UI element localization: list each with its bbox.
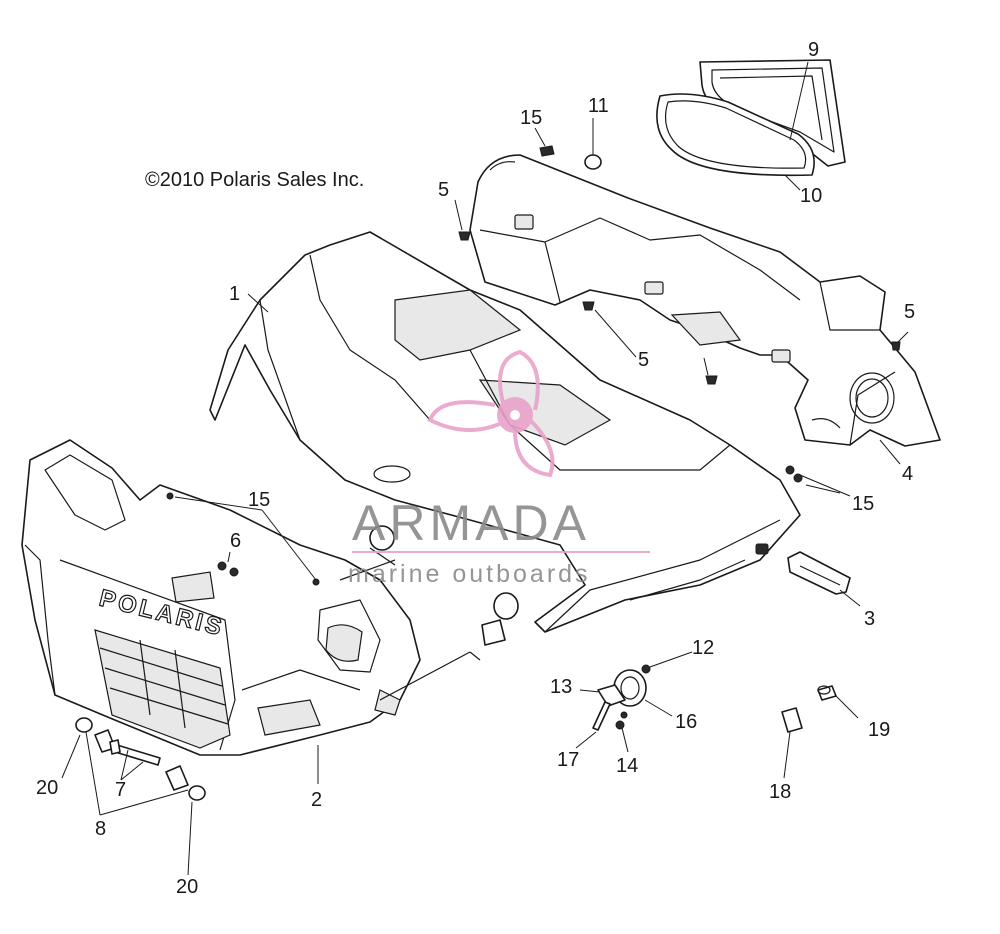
part-1-hood <box>209 231 801 633</box>
part-15-screw-left <box>166 492 320 586</box>
callout-4: 4 <box>902 463 913 485</box>
watermark: ARMADA marine outboards <box>348 349 650 588</box>
callout-20-a: 20 <box>36 777 58 799</box>
callout-13: 13 <box>550 676 572 698</box>
copyright-text: ©2010 Polaris Sales Inc. <box>145 169 364 191</box>
part-4-dash-panel <box>469 154 941 447</box>
part-3-grab-handle <box>787 551 851 595</box>
callout-17: 17 <box>557 749 579 771</box>
part-20-nut-right <box>188 785 206 801</box>
part-10-gauge-lens <box>656 93 815 177</box>
part-12-nut <box>641 664 651 674</box>
mounted-bumper-right <box>481 592 519 646</box>
watermark-brand: ARMADA <box>352 495 590 551</box>
callout-10: 10 <box>800 185 822 207</box>
callout-11: 11 <box>588 95 609 117</box>
callout-3: 3 <box>864 608 875 630</box>
callout-15-c: 15 <box>248 489 270 511</box>
callout-14: 14 <box>616 755 638 777</box>
callout-12: 12 <box>692 637 714 659</box>
callout-15-a: 15 <box>520 107 542 129</box>
callout-1: 1 <box>229 283 240 305</box>
callout-9: 9 <box>808 39 819 61</box>
callout-7: 7 <box>115 779 126 801</box>
part-15-screw-right <box>785 465 803 483</box>
part-19-push-rivet <box>817 685 837 701</box>
part-13-bracket <box>597 684 626 707</box>
part-5-screws <box>458 231 901 385</box>
leader-lines <box>61 61 909 876</box>
callout-15-b: 15 <box>852 493 874 515</box>
part-17-pin <box>592 701 611 731</box>
part-7-bolts <box>109 739 161 766</box>
part-15-screw-top <box>539 145 555 157</box>
callout-20-b: 20 <box>176 876 198 898</box>
part-11-grommet <box>584 154 602 170</box>
callout-5-c: 5 <box>904 301 915 323</box>
part-6-screws <box>217 561 239 577</box>
watermark-propeller-logo <box>427 349 555 478</box>
watermark-tagline: marine outboards <box>348 560 591 588</box>
part-18-clip <box>781 707 803 733</box>
part-20-nut-left <box>75 717 93 733</box>
callout-5-a: 5 <box>438 179 449 201</box>
callout-8: 8 <box>95 818 106 840</box>
callout-16: 16 <box>675 711 697 733</box>
callout-2: 2 <box>311 789 322 811</box>
callout-6: 6 <box>230 530 241 552</box>
part-8-spacer-right <box>165 765 189 791</box>
callout-18: 18 <box>769 781 791 803</box>
callout-19: 19 <box>868 719 890 741</box>
callout-labels: 1 2 3 4 5 5 5 5 6 7 8 9 10 11 12 13 14 1… <box>36 39 915 898</box>
mounted-bumper-left <box>369 525 396 566</box>
part-14-screw <box>615 711 628 730</box>
callout-5-b: 5 <box>638 349 649 371</box>
part-2-front-fascia: POLARIS <box>21 439 421 756</box>
